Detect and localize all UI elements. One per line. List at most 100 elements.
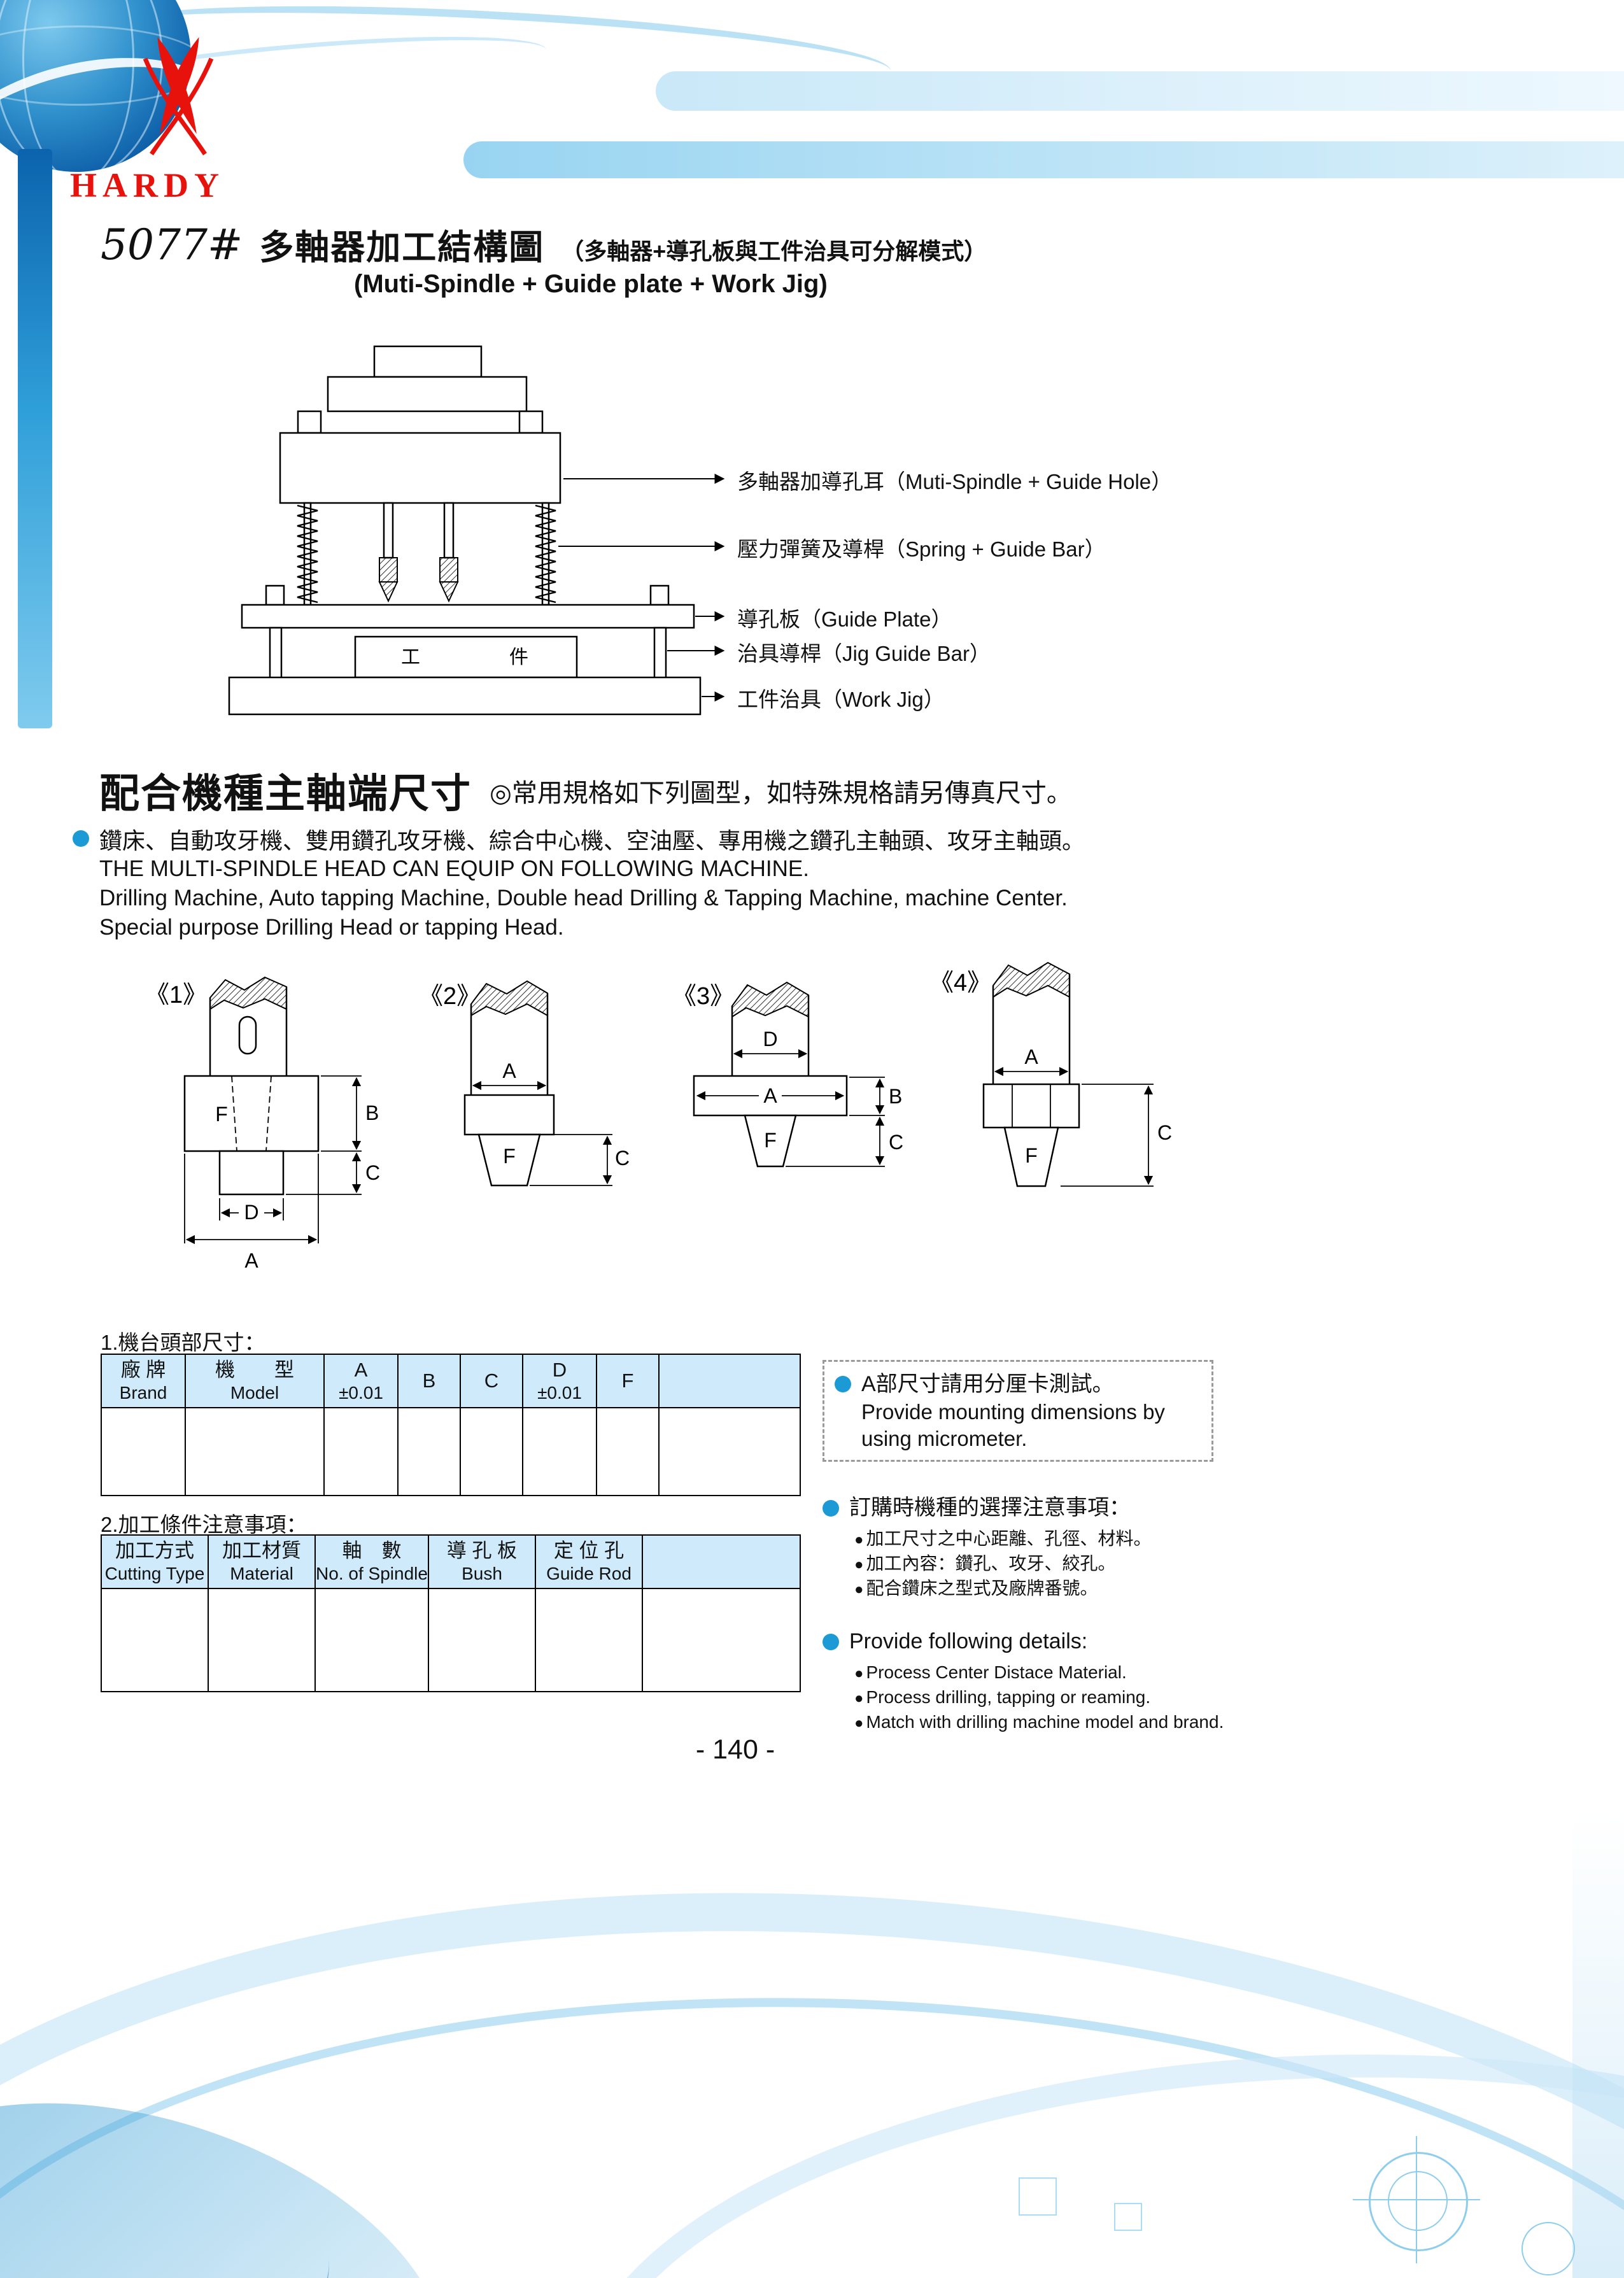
table1-empty-cell	[101, 1407, 186, 1496]
callout-work-jig: 工件治具（Work Jig）	[737, 688, 945, 711]
page-title-en: (Muti-Spindle + Guide plate + Work Jig)	[354, 270, 828, 298]
svg-text:《3》: 《3》	[672, 983, 734, 1010]
svg-text:C: C	[1157, 1121, 1172, 1144]
bullet-icon	[835, 1376, 851, 1392]
micrometer-note-cn: A部尺寸請用分厘卡測試。	[861, 1372, 1114, 1396]
machines-en-line: Special purpose Drilling Head or tapping…	[99, 915, 564, 940]
small-bullet-icon: ●	[854, 1556, 864, 1573]
svg-text:A: A	[1024, 1045, 1038, 1068]
svg-text:A: A	[763, 1084, 777, 1107]
callout-multi-spindle: 多軸器加導孔耳（Muti-Spindle + Guide Hole）	[737, 470, 1173, 493]
table1-header-cell	[658, 1354, 801, 1408]
spec-section-heading: 配合機種主軸端尺寸	[99, 772, 472, 816]
bullet-icon	[73, 830, 89, 847]
table2-caption: 2.加工條件注意事項：	[101, 1513, 307, 1536]
top-blue-band-decoration	[463, 141, 1624, 178]
table2-empty-cell	[642, 1588, 801, 1692]
details-note-item: Match with drilling machine model and br…	[866, 1712, 1224, 1732]
svg-text:F: F	[1025, 1144, 1038, 1167]
details-note-item: Process drilling, tapping or reaming.	[866, 1687, 1151, 1707]
bullet-icon	[823, 1634, 839, 1650]
spindle-end-figure-2: 《2》 A F C	[419, 980, 630, 1187]
table1-empty-cell	[596, 1407, 660, 1496]
right-edge-band-decoration	[1572, 1815, 1624, 2278]
small-bullet-icon: ●	[854, 1531, 864, 1548]
small-bullet-icon: ●	[854, 1581, 864, 1598]
table1-empty-cell	[323, 1407, 399, 1496]
svg-text:C: C	[615, 1147, 630, 1170]
small-bullet-icon: ●	[854, 1665, 864, 1682]
table1-header-cell: B	[397, 1354, 461, 1408]
callout-jig-guide-bar: 治具導桿（Jig Guide Bar）	[737, 642, 991, 665]
multi-spindle-head	[279, 345, 561, 504]
micrometer-note-en: Provide mounting dimensions by	[861, 1400, 1165, 1424]
callout-spring-guide-bar: 壓力彈簧及導桿（Spring + Guide Bar）	[737, 537, 1106, 561]
svg-text:D: D	[244, 1201, 258, 1224]
details-notes-title: Provide following details:	[849, 1629, 1088, 1653]
svg-text:F: F	[503, 1145, 516, 1168]
table1-empty-cell	[397, 1407, 461, 1496]
table2-empty-row	[101, 1588, 801, 1692]
target-circle-decoration	[1522, 2222, 1575, 2275]
jig-guide-bars	[269, 626, 667, 680]
table2-header-cell	[642, 1534, 801, 1589]
spindle-drills	[378, 502, 459, 603]
svg-text:C: C	[889, 1131, 903, 1154]
model-number: 5077#	[101, 220, 243, 269]
machines-list-en: THE MULTI-SPINDLE HEAD CAN EQUIP ON FOLL…	[99, 854, 1068, 942]
table1-empty-cell	[185, 1407, 325, 1496]
callout-arrows	[558, 474, 725, 702]
callout-guide-plate: 導孔板（Guide Plate）	[737, 607, 952, 631]
table2-empty-cell	[535, 1588, 643, 1692]
svg-text:A: A	[244, 1249, 258, 1272]
top-soft-band-decoration	[656, 71, 1624, 111]
table1-header-cell: F	[596, 1354, 660, 1408]
page-title-subtitle: （多軸器+導孔板與工件治具可分解模式）	[561, 238, 987, 264]
svg-text:C: C	[365, 1161, 380, 1184]
small-bullet-icon: ●	[854, 1690, 864, 1707]
brand-name: HARDY	[70, 166, 225, 204]
bottom-left-arc-decoration	[0, 2158, 346, 2278]
micrometer-note-en: using micrometer.	[861, 1427, 1027, 1450]
ordering-notes: 訂購時機種的選擇注意事項： ●加工尺寸之中心距離、孔徑、材料。 ●加工內容：鑽孔…	[823, 1494, 1230, 1601]
svg-text:B: B	[889, 1085, 902, 1108]
machines-list-cn: 鑽床、自動攻牙機、雙用鑽孔攻牙機、綜合中心機、空油壓、專用機之鑽孔主軸頭、攻牙主…	[99, 828, 1085, 854]
work-jig: 工 件	[228, 635, 702, 716]
target-crosshair-decoration	[1416, 2136, 1417, 2263]
machine-assembly-diagram: 工 件	[228, 345, 725, 716]
spec-section-subnote: ◎常用規格如下列圖型，如特殊規格請另傳真尺寸。	[490, 779, 1072, 807]
target-circle-decoration	[1388, 2171, 1448, 2231]
spec-section-heading-row: 配合機種主軸端尺寸 ◎常用規格如下列圖型，如特殊規格請另傳真尺寸。	[99, 761, 1072, 819]
spring-and-guide-bar	[297, 502, 556, 606]
micrometer-note-box: A部尺寸請用分厘卡測試。 Provide mounting dimensions…	[823, 1360, 1213, 1462]
spindle-end-figure-1: 《1》 F B C D A	[145, 976, 380, 1272]
svg-text:D: D	[763, 1028, 777, 1051]
svg-text:F: F	[215, 1103, 228, 1126]
svg-text:《4》: 《4》	[929, 970, 991, 996]
hardy-logo-icon	[143, 37, 214, 155]
target-circle-decoration	[1369, 2152, 1468, 2251]
table1-header-cell: C	[460, 1354, 523, 1408]
machines-en-line: Drilling Machine, Auto tapping Machine, …	[99, 886, 1068, 910]
table2-empty-cell	[101, 1588, 209, 1692]
table1-caption: 1.機台頭部尺寸：	[101, 1331, 265, 1354]
page-number: - 140 -	[695, 1734, 775, 1765]
page-title-row: 5077# 多軸器加工結構圖 （多軸器+導孔板與工件治具可分解模式）	[101, 219, 987, 269]
guide-plate	[241, 584, 695, 629]
table1-empty-cell	[522, 1407, 597, 1496]
table1-empty-row	[101, 1407, 801, 1496]
table1-empty-cell	[460, 1407, 523, 1496]
ordering-notes-title: 訂購時機種的選擇注意事項：	[849, 1496, 1131, 1520]
spindle-end-figure-3: 《3》 D A B F C	[672, 981, 903, 1168]
table1-empty-cell	[658, 1407, 801, 1496]
page-title-cn: 多軸器加工結構圖	[259, 229, 545, 267]
table2-empty-cell	[208, 1588, 316, 1692]
ordering-note-item: 加工內容：鑽孔、攻牙、絞孔。	[866, 1553, 1116, 1573]
